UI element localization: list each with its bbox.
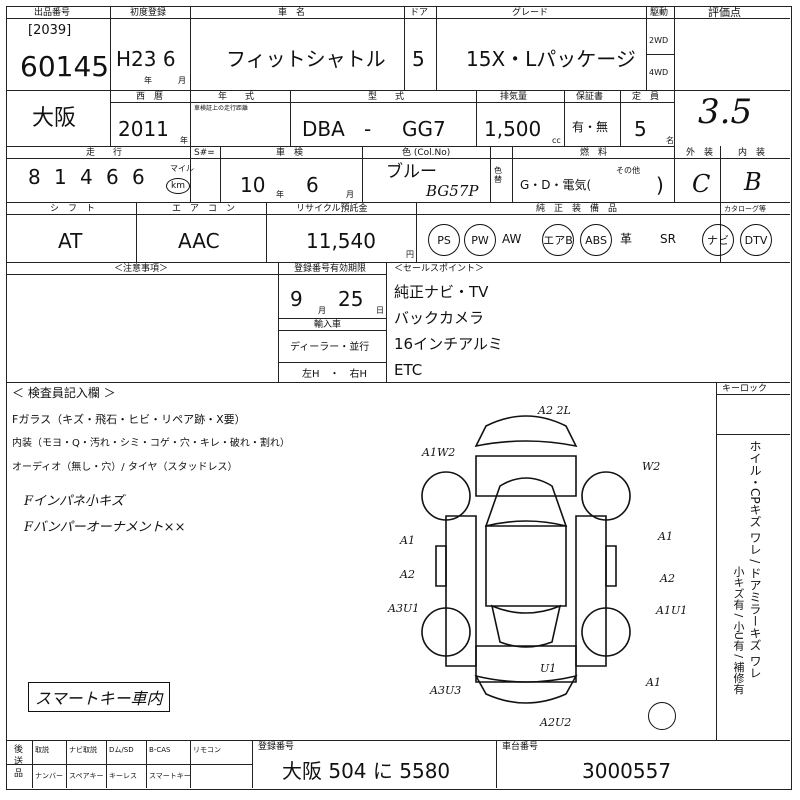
followup-item: ナビ取説 <box>69 746 97 754</box>
caution-label: ＜注意事項＞ <box>114 264 169 274</box>
ring-mark <box>648 702 676 730</box>
color: ブルー <box>386 162 437 182</box>
grade: 15X・Lパッケージ <box>466 47 636 71</box>
model-code: GG7 <box>402 117 446 141</box>
shaken-month: 6 <box>306 173 319 197</box>
mileage-digit: 6 <box>106 165 119 189</box>
equipment-item: PW <box>464 224 496 256</box>
capacity: 5 <box>634 117 647 141</box>
followup-item: スマートキー <box>149 772 191 780</box>
model-year: 2011 <box>118 117 169 141</box>
equipment-item: エアB <box>542 224 574 256</box>
followup-item: キーレス <box>109 772 137 780</box>
key-lock-label: キーロック <box>722 384 768 394</box>
followup-item: ナンバー <box>35 772 63 780</box>
sales-point-1: 純正ナビ・TV <box>394 283 489 301</box>
mileage-digit: 1 <box>54 165 67 189</box>
first-reg-label: 初度登録 <box>130 8 167 18</box>
followup-item: 取説 <box>35 746 49 754</box>
car-name: フィットシャトル <box>226 47 386 71</box>
exterior-grade: C <box>692 170 711 198</box>
handle-side: 左H ・ 右H <box>302 369 368 380</box>
followup-item: Dム/SD <box>109 746 134 754</box>
recycle-fee: 11,540 <box>306 229 376 253</box>
model-prefix: DBA <box>302 117 345 141</box>
mileage-digit: 8 <box>28 165 41 189</box>
equipment-item: ABS <box>580 224 612 256</box>
warranty: 有・無 <box>572 120 609 134</box>
mileage-digit: 6 <box>132 165 145 189</box>
car-damage-diagram <box>421 415 631 704</box>
mileage-digit: 4 <box>80 165 93 189</box>
followup-item: スペアキー <box>69 772 104 780</box>
car-name-label: 車 名 <box>278 8 306 18</box>
chassis-number: 3000557 <box>582 759 672 783</box>
shaken-year: 10 <box>240 173 266 197</box>
lot-no-sub: [2039] <box>28 23 72 38</box>
door-label: ドア <box>410 8 429 18</box>
reg-day: 25 <box>338 287 364 311</box>
auction-sheet: 出品番号 [2039] 60145 初度登録 H23 6 年 月 車 名 フィッ… <box>6 6 794 794</box>
equipment-item: SR <box>660 232 676 246</box>
sales-point-2: バックカメラ <box>394 309 485 327</box>
grade-label: グレード <box>512 8 549 18</box>
equipment-item: PS <box>428 224 460 256</box>
equipment-item: 革 <box>620 232 633 246</box>
lot-no-label: 出品番号 <box>34 8 71 18</box>
ac: AAC <box>178 229 220 253</box>
plate-number: 大阪 504 に 5580 <box>282 759 451 783</box>
inspector-title: ＜ 検査員記入欄 ＞ <box>12 386 116 400</box>
side-legend-2: 小キズ有 / 小U有 / 補修有 <box>732 566 745 695</box>
followup-item: B-CAS <box>149 746 171 754</box>
score-label: 評価点 <box>708 6 741 19</box>
followup-label: 後送品 <box>14 745 24 779</box>
side-legend-1: ホイル・CPキズ ワレ / ドアミラーキズ ワレ <box>748 440 762 679</box>
equipment-item: AW <box>502 232 522 246</box>
lot-no: 60145 <box>20 50 110 83</box>
displacement: 1,500 <box>484 117 542 141</box>
score: 3.5 <box>698 92 753 132</box>
import-type: ディーラー・並行 <box>290 342 370 353</box>
sales-point-3: 16インチアルミ <box>394 335 503 353</box>
shift: AT <box>58 229 83 253</box>
inspector-note-3: スマートキー車内 <box>28 682 170 712</box>
region: 大阪 <box>32 106 77 131</box>
sales-point-4: ETC <box>394 361 423 379</box>
drive-label: 駆動 <box>650 8 669 18</box>
equipment-item: ナビ <box>702 224 734 256</box>
inspector-note-2: Fバンパーオーナメント×× <box>24 520 186 535</box>
first-reg: H23 6 <box>116 47 176 71</box>
equipment-item: DTV <box>740 224 772 256</box>
color-code: BG57P <box>426 182 479 200</box>
sheet-border <box>6 6 792 790</box>
interior-grade: B <box>744 168 762 196</box>
inspector-note-1: Fインパネ小キズ <box>24 494 125 509</box>
followup-item: リモコン <box>193 746 221 754</box>
reg-month: 9 <box>290 287 303 311</box>
km-circle: km <box>166 178 190 194</box>
door: 5 <box>412 47 425 71</box>
fuel: G・D・電気( <box>520 178 592 192</box>
